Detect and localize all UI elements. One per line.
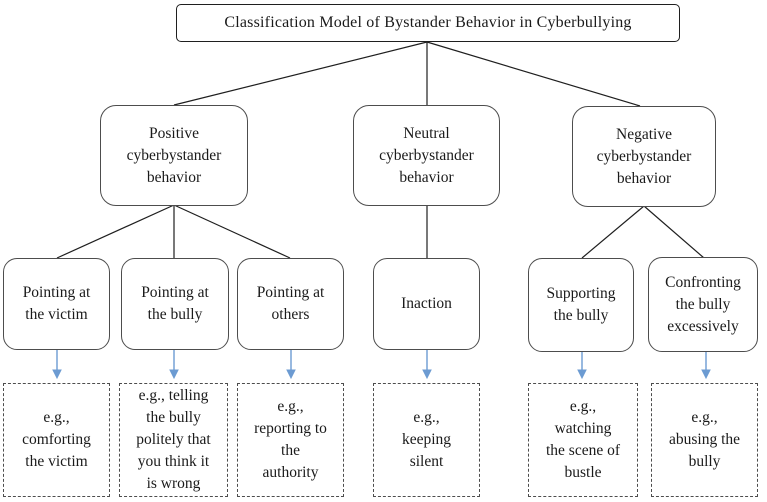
example-box-abusing-bully: e.g., abusing the bully <box>651 383 758 497</box>
category-box-negative: Negative cyberbystander behavior <box>572 106 716 207</box>
behavior-box-supporting-bully: Supporting the bully <box>528 258 634 352</box>
category-box-neutral: Neutral cyberbystander behavior <box>353 105 500 206</box>
example-box-watching-scene: e.g., watching the scene of bustle <box>528 383 638 497</box>
behavior-box-pointing-victim: Pointing at the victim <box>3 258 110 350</box>
category-box-positive: Positive cyberbystander behavior <box>100 105 248 206</box>
connector-line <box>643 205 705 259</box>
connector-line <box>426 41 641 107</box>
behavior-box-pointing-others: Pointing at others <box>237 258 344 350</box>
connector-line <box>56 204 175 259</box>
connector-line <box>581 205 645 259</box>
connector-line <box>173 41 428 106</box>
example-box-telling-bully: e.g., telling the bully politely that yo… <box>119 383 228 497</box>
example-box-reporting-authority: e.g., reporting to the authority <box>237 383 344 497</box>
root-box: Classification Model of Bystander Behavi… <box>176 4 680 42</box>
example-box-keeping-silent: e.g., keeping silent <box>373 383 480 497</box>
behavior-box-inaction: Inaction <box>373 258 480 350</box>
connector-line <box>173 204 291 259</box>
behavior-box-pointing-bully: Pointing at the bully <box>121 258 229 350</box>
example-box-comforting-victim: e.g., comforting the victim <box>3 383 110 497</box>
behavior-box-confronting-bully: Confronting the bully excessively <box>648 257 758 352</box>
